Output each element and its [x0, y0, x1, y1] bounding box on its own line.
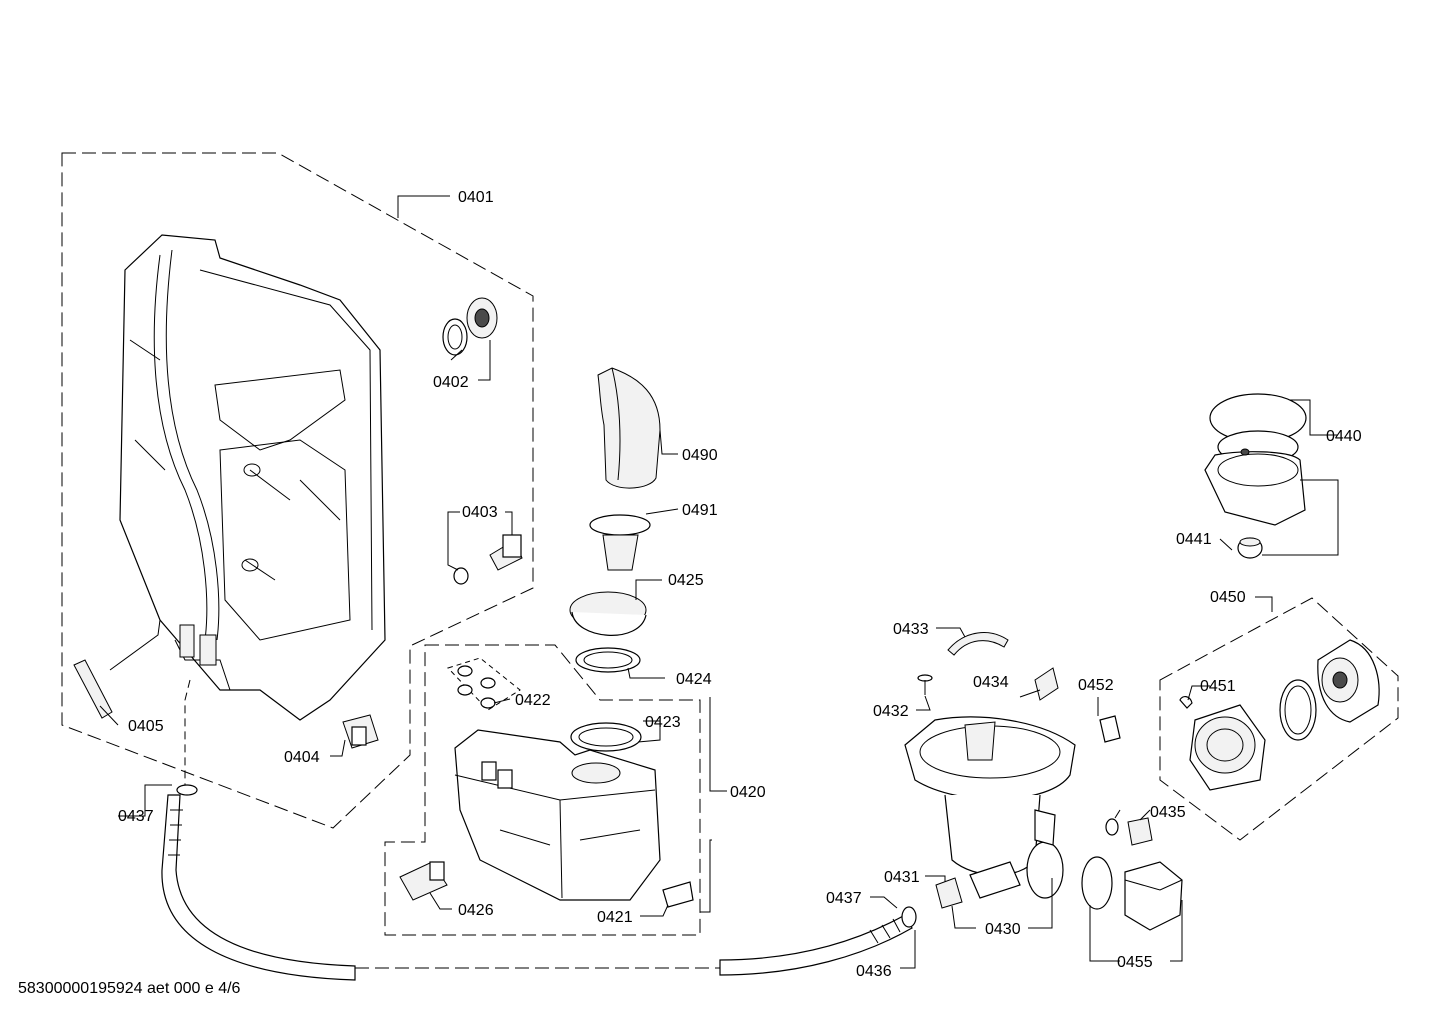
- label-0491: 0491: [682, 502, 718, 519]
- small-seals-part: [447, 657, 521, 711]
- label-0402: 0402: [433, 374, 469, 391]
- connector-part: [342, 714, 379, 749]
- label-0435: 0435: [1150, 804, 1186, 821]
- label-0403: 0403: [462, 504, 498, 521]
- label-0450: 0450: [1210, 589, 1246, 606]
- seal-ring-part: [442, 297, 498, 356]
- label-0437-left: 0437: [118, 808, 154, 825]
- label-0431: 0431: [884, 869, 920, 886]
- label-0404: 0404: [284, 749, 320, 766]
- label-0423: 0423: [645, 714, 681, 731]
- label-0452: 0452: [1078, 677, 1114, 694]
- heater-assembly-part: [1204, 393, 1307, 526]
- arc-clip-part: [947, 632, 1009, 656]
- sensor-0435-part: [1105, 817, 1153, 846]
- cap-part: [569, 591, 647, 636]
- label-0422: 0422: [515, 692, 551, 709]
- label-0440: 0440: [1326, 428, 1362, 445]
- dispenser-housing-part: [454, 729, 661, 901]
- circulation-pump-part: [1179, 639, 1380, 791]
- clamp-0452-part: [1099, 715, 1121, 743]
- cone-part: [589, 514, 651, 571]
- label-0432: 0432: [873, 703, 909, 720]
- valve-part: [453, 534, 523, 585]
- group-outline-0401: [61, 152, 534, 829]
- label-0401: 0401: [458, 189, 494, 206]
- label-0421: 0421: [597, 909, 633, 926]
- drain-pump-part: [1081, 856, 1183, 931]
- screw-part: [917, 674, 933, 695]
- label-0441: 0441: [1176, 531, 1212, 548]
- seal-0423-part: [570, 722, 642, 752]
- label-0434: 0434: [973, 674, 1009, 691]
- flap-part: [1034, 667, 1059, 701]
- nozzle-0431-part: [935, 877, 963, 909]
- label-0437-right: 0437: [826, 890, 862, 907]
- group-outline-0450: [1159, 597, 1399, 841]
- label-0451: 0451: [1200, 678, 1236, 695]
- label-0420: 0420: [730, 784, 766, 801]
- label-0490: 0490: [682, 447, 718, 464]
- sensor-0441-part: [1237, 537, 1263, 559]
- label-0455: 0455: [1117, 954, 1153, 971]
- label-0424: 0424: [676, 671, 712, 688]
- label-0426: 0426: [458, 902, 494, 919]
- sump-part: [904, 716, 1076, 899]
- label-0425: 0425: [668, 572, 704, 589]
- label-0430: 0430: [985, 921, 1021, 938]
- label-0405: 0405: [128, 718, 164, 735]
- drain-hose-part: [161, 784, 917, 981]
- document-code: 58300000195924 aet 000 e 4/6: [18, 980, 241, 997]
- funnel-part: [597, 367, 661, 489]
- leader-lines: [99, 195, 1339, 969]
- clip-0421-part: [662, 881, 694, 908]
- group-outline-0420: [384, 644, 701, 936]
- back-panel-part: [119, 234, 386, 721]
- ring-part: [575, 647, 641, 673]
- label-0433: 0433: [893, 621, 929, 638]
- sensor-0426-part: [399, 861, 448, 901]
- bracket-part: [73, 659, 113, 719]
- label-0436: 0436: [856, 963, 892, 980]
